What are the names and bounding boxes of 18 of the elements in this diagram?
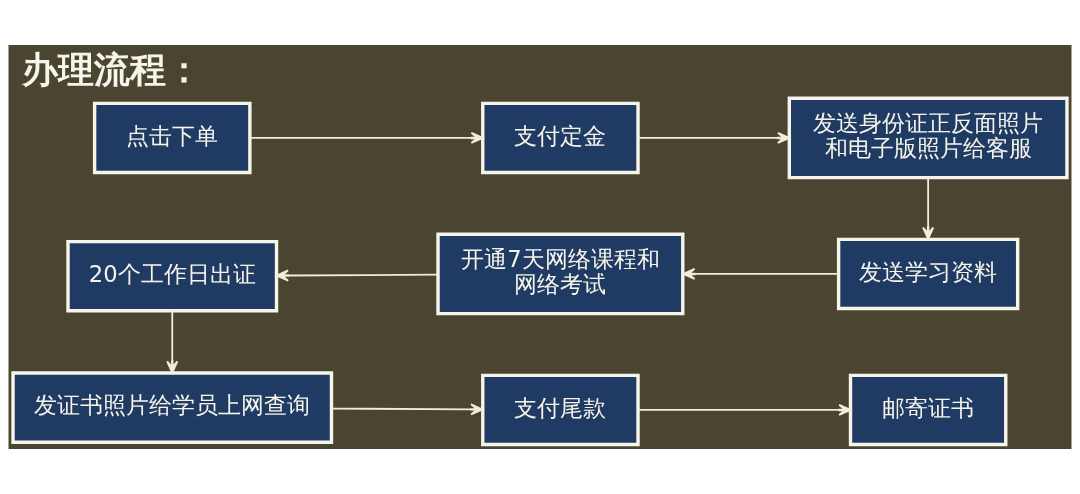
node-box: 发证书照片给学员上网查询 [11, 371, 334, 444]
node-box: 支付尾款 [481, 373, 640, 447]
arrow [331, 403, 484, 416]
node-box: 支付定金 [481, 101, 640, 175]
arrow [275, 269, 439, 282]
node-box: 发送身份证正反面照片和电子版照片给客服 [787, 96, 1069, 180]
node-box: 开通7天网络课程和网络考试 [436, 232, 685, 316]
arrow [637, 131, 791, 144]
node-box: 20个工作日出证 [66, 239, 279, 313]
arrow [682, 267, 840, 280]
node-box: 点击下单 [92, 101, 252, 175]
diagram-title: 办理流程： [22, 47, 203, 91]
node-box: 邮寄证书 [848, 373, 1008, 447]
node-box: 发送学习资料 [836, 237, 1020, 311]
arrow [166, 309, 179, 374]
arrow [637, 403, 852, 416]
arrow [249, 131, 484, 144]
arrow [922, 176, 935, 240]
